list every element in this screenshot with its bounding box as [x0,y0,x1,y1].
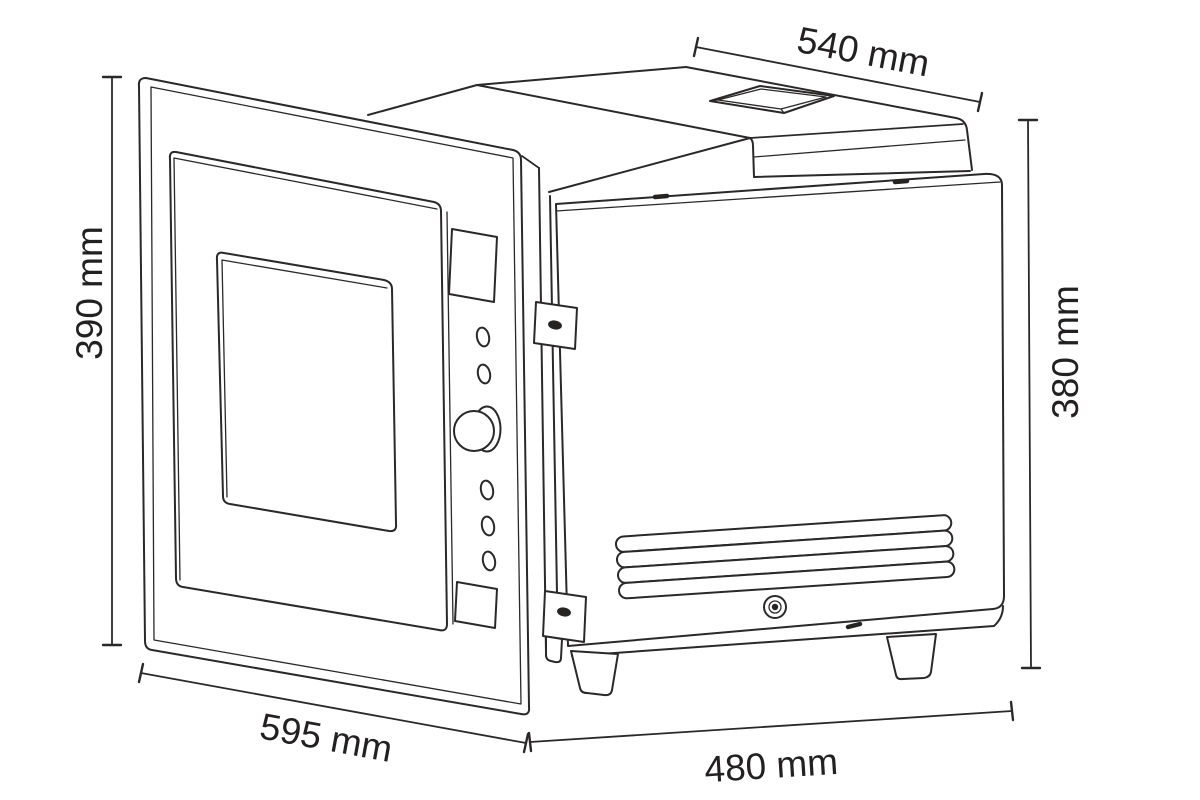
screw-outer-ring [763,595,787,619]
door-right-gap [446,211,454,625]
dimension-front-height: 390 mm [69,75,123,647]
door-edge-line [538,167,547,653]
back-foot [886,633,937,681]
microwave-drawing [137,66,1005,716]
vent-slat [618,560,956,600]
control-button[interactable] [475,326,491,348]
window-lip [221,259,388,498]
screw-inner-ring [768,600,782,614]
bottom-band-edge [571,605,1004,657]
front-foot [570,650,619,697]
control-button[interactable] [479,479,495,501]
top-vent [709,85,835,114]
seam-mark [892,178,910,185]
dimension-ticks [527,700,1015,753]
lower-hinge-pin [557,607,571,617]
hinge-strip-foot [545,635,563,664]
display [448,228,498,303]
dimension-ticks [1017,118,1042,670]
control-button[interactable] [481,550,497,572]
control-panel [448,228,502,629]
dimension-body-height: 380 mm [1017,118,1086,670]
window-outline [215,251,398,533]
top-vent-inner [717,88,827,110]
side-panel-top-seam [555,181,1001,212]
cap-band-left-edge [749,137,755,178]
knob-face [453,410,495,452]
top-cap [367,66,973,193]
body-front-edge [549,195,559,651]
cap-band-top-edge [749,123,964,139]
rotary-knob[interactable] [453,405,502,453]
dimension-body-depth: 480 mm [527,700,1015,790]
dimension-ticks [101,75,123,647]
upper-hinge-pin [548,320,562,330]
screw [763,595,787,619]
dimension-line [695,46,981,103]
feet [570,633,937,697]
door-window [215,251,398,533]
cap-band-chamfer [753,139,966,158]
seam-mark [652,193,670,200]
dimension-ticks [692,36,984,113]
screw-center [771,603,779,611]
top-vent-lip [709,99,785,114]
dim-label-body-height: 380 mm [1045,285,1086,419]
dimension-line [1027,119,1032,669]
dim-label-front-height: 390 mm [69,226,110,360]
seam-mark [845,621,863,630]
cap-lower-fold [548,137,751,193]
roof-back-right-edge [685,66,973,171]
door-inner-edge [173,157,438,581]
dimension-line [529,710,1013,743]
dim-label-body-depth: 480 mm [703,741,839,790]
control-button[interactable] [476,363,492,385]
dimension-ticks [137,662,530,754]
door-hinges [533,301,587,643]
door-edge-top [521,155,540,169]
handle-plate[interactable] [454,581,498,629]
cap-band-bottom-edge [753,170,971,178]
vent-grille [614,514,956,600]
roof-front-fold [476,84,751,139]
front-frame-inner-edge [150,86,522,705]
hinge-strip [521,155,563,664]
control-button[interactable] [480,515,496,537]
dimension-line [140,672,527,744]
side-panel [555,172,1005,657]
